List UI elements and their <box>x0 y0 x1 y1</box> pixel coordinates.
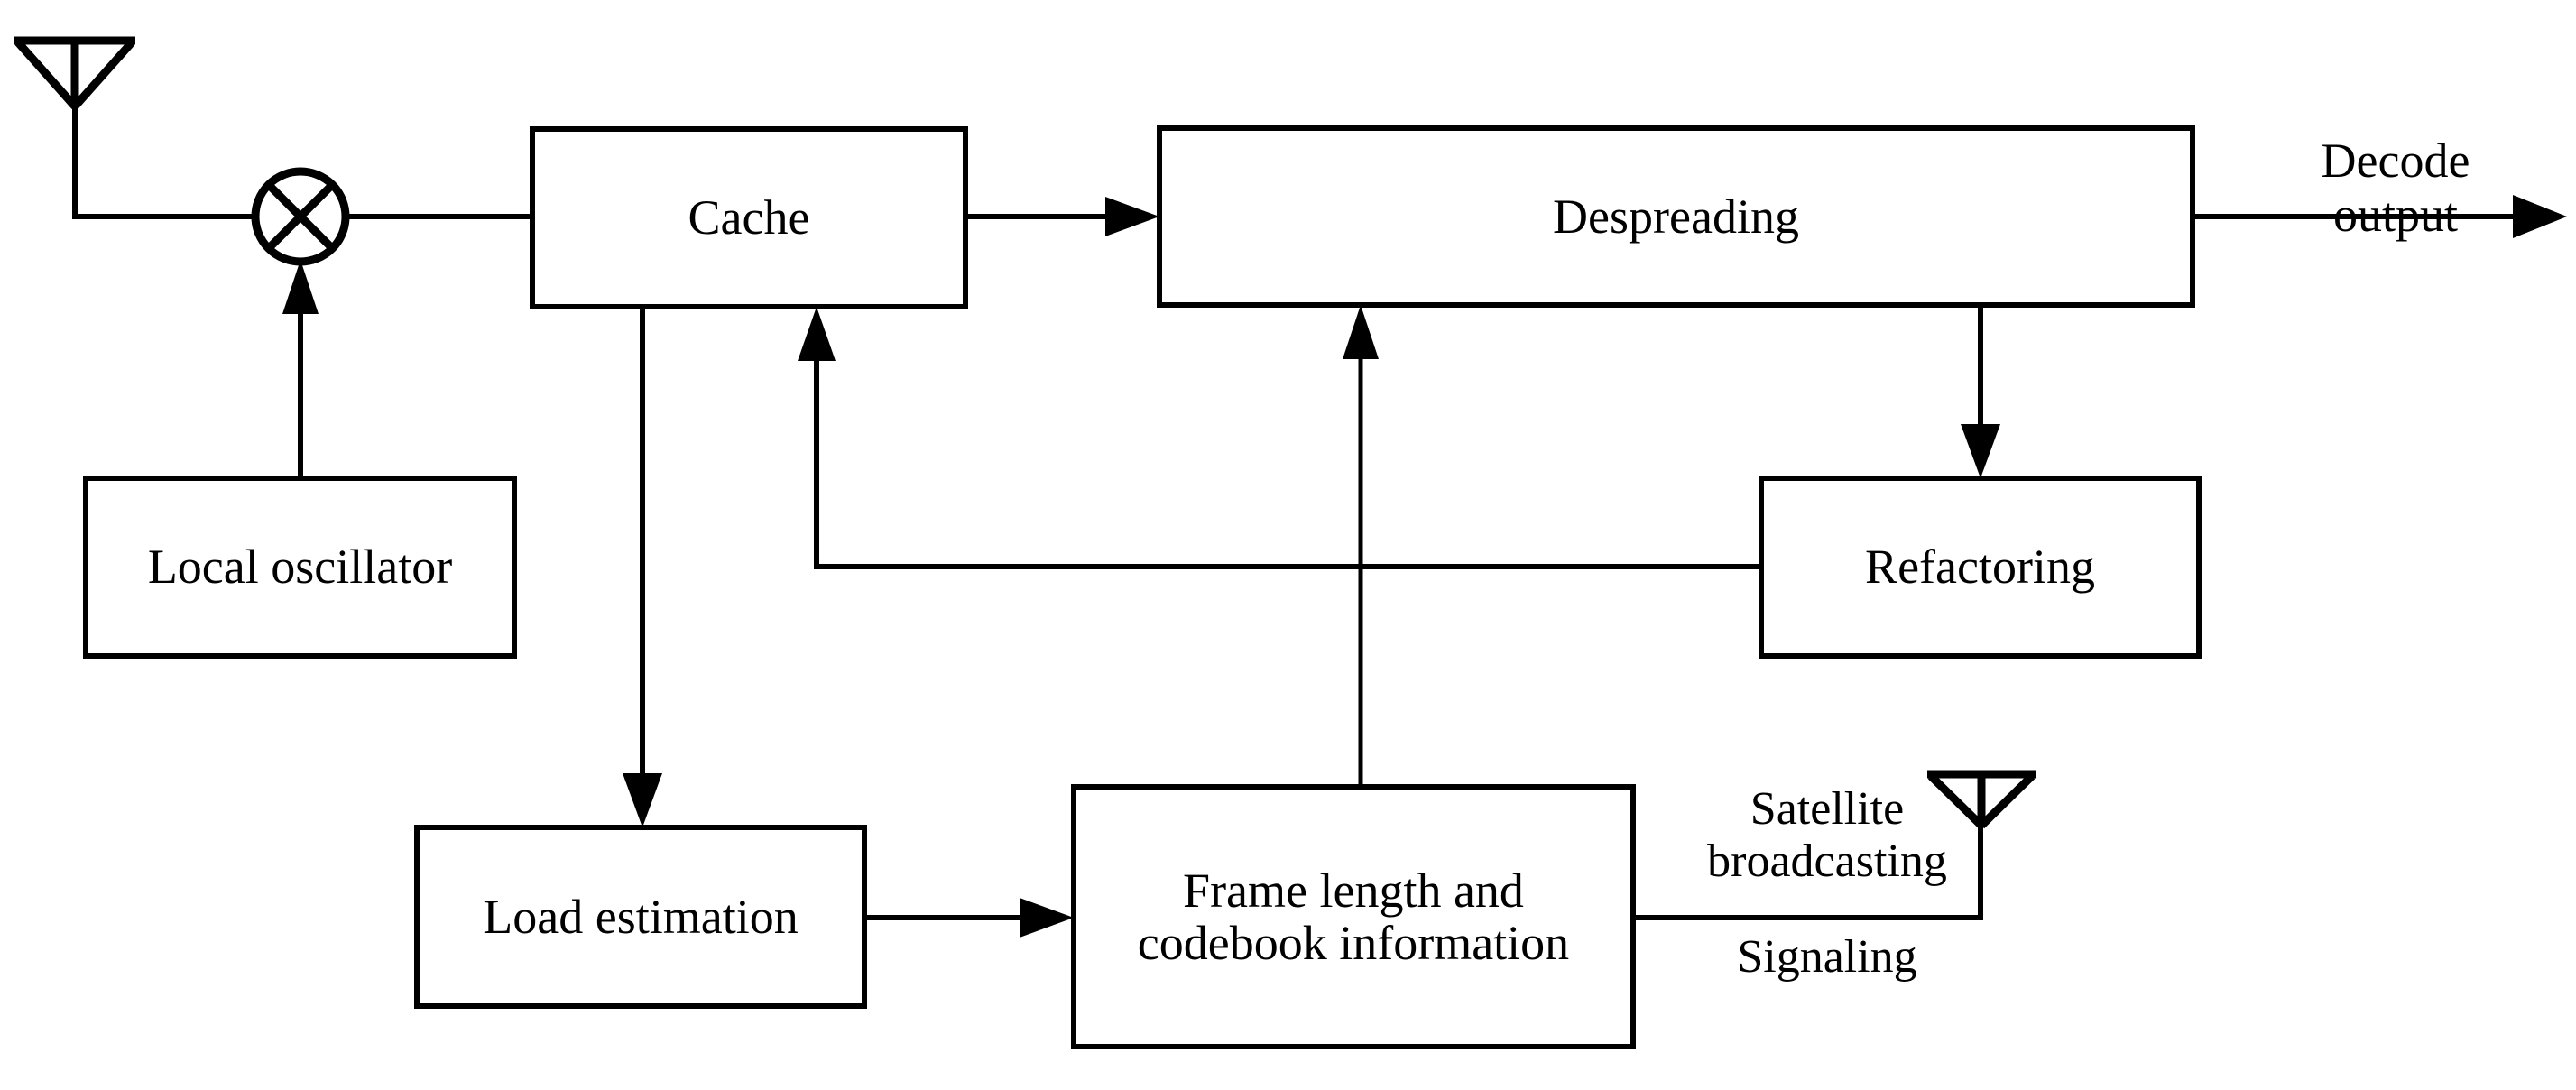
mixer-icon <box>251 167 350 266</box>
wire-frame-to-satellite-antenna <box>1633 823 1983 920</box>
block-cache[interactable] <box>530 126 968 309</box>
block-refactoring[interactable] <box>1759 476 2202 659</box>
satellite-antenna-icon <box>1927 770 2036 829</box>
block-local-oscillator[interactable] <box>83 476 517 659</box>
wire-despreading-to-refactoring <box>1961 305 2000 478</box>
wire-frame-to-despreading <box>1343 305 1379 787</box>
block-frame-length-codebook[interactable] <box>1071 784 1636 1049</box>
wire-cache-to-despreading <box>965 197 1159 236</box>
wire-oscillator-to-mixer <box>282 260 319 478</box>
block-despreading[interactable] <box>1157 125 2195 308</box>
wire-cache-to-load-estimation <box>623 307 662 827</box>
wire-refactoring-to-cache-feedback <box>798 307 1761 569</box>
wire-load-estimation-to-frame <box>864 898 1074 938</box>
wire-despreading-to-decode-output <box>2193 195 2567 238</box>
receive-antenna-icon <box>14 36 254 219</box>
block-load-estimation[interactable] <box>414 825 867 1009</box>
